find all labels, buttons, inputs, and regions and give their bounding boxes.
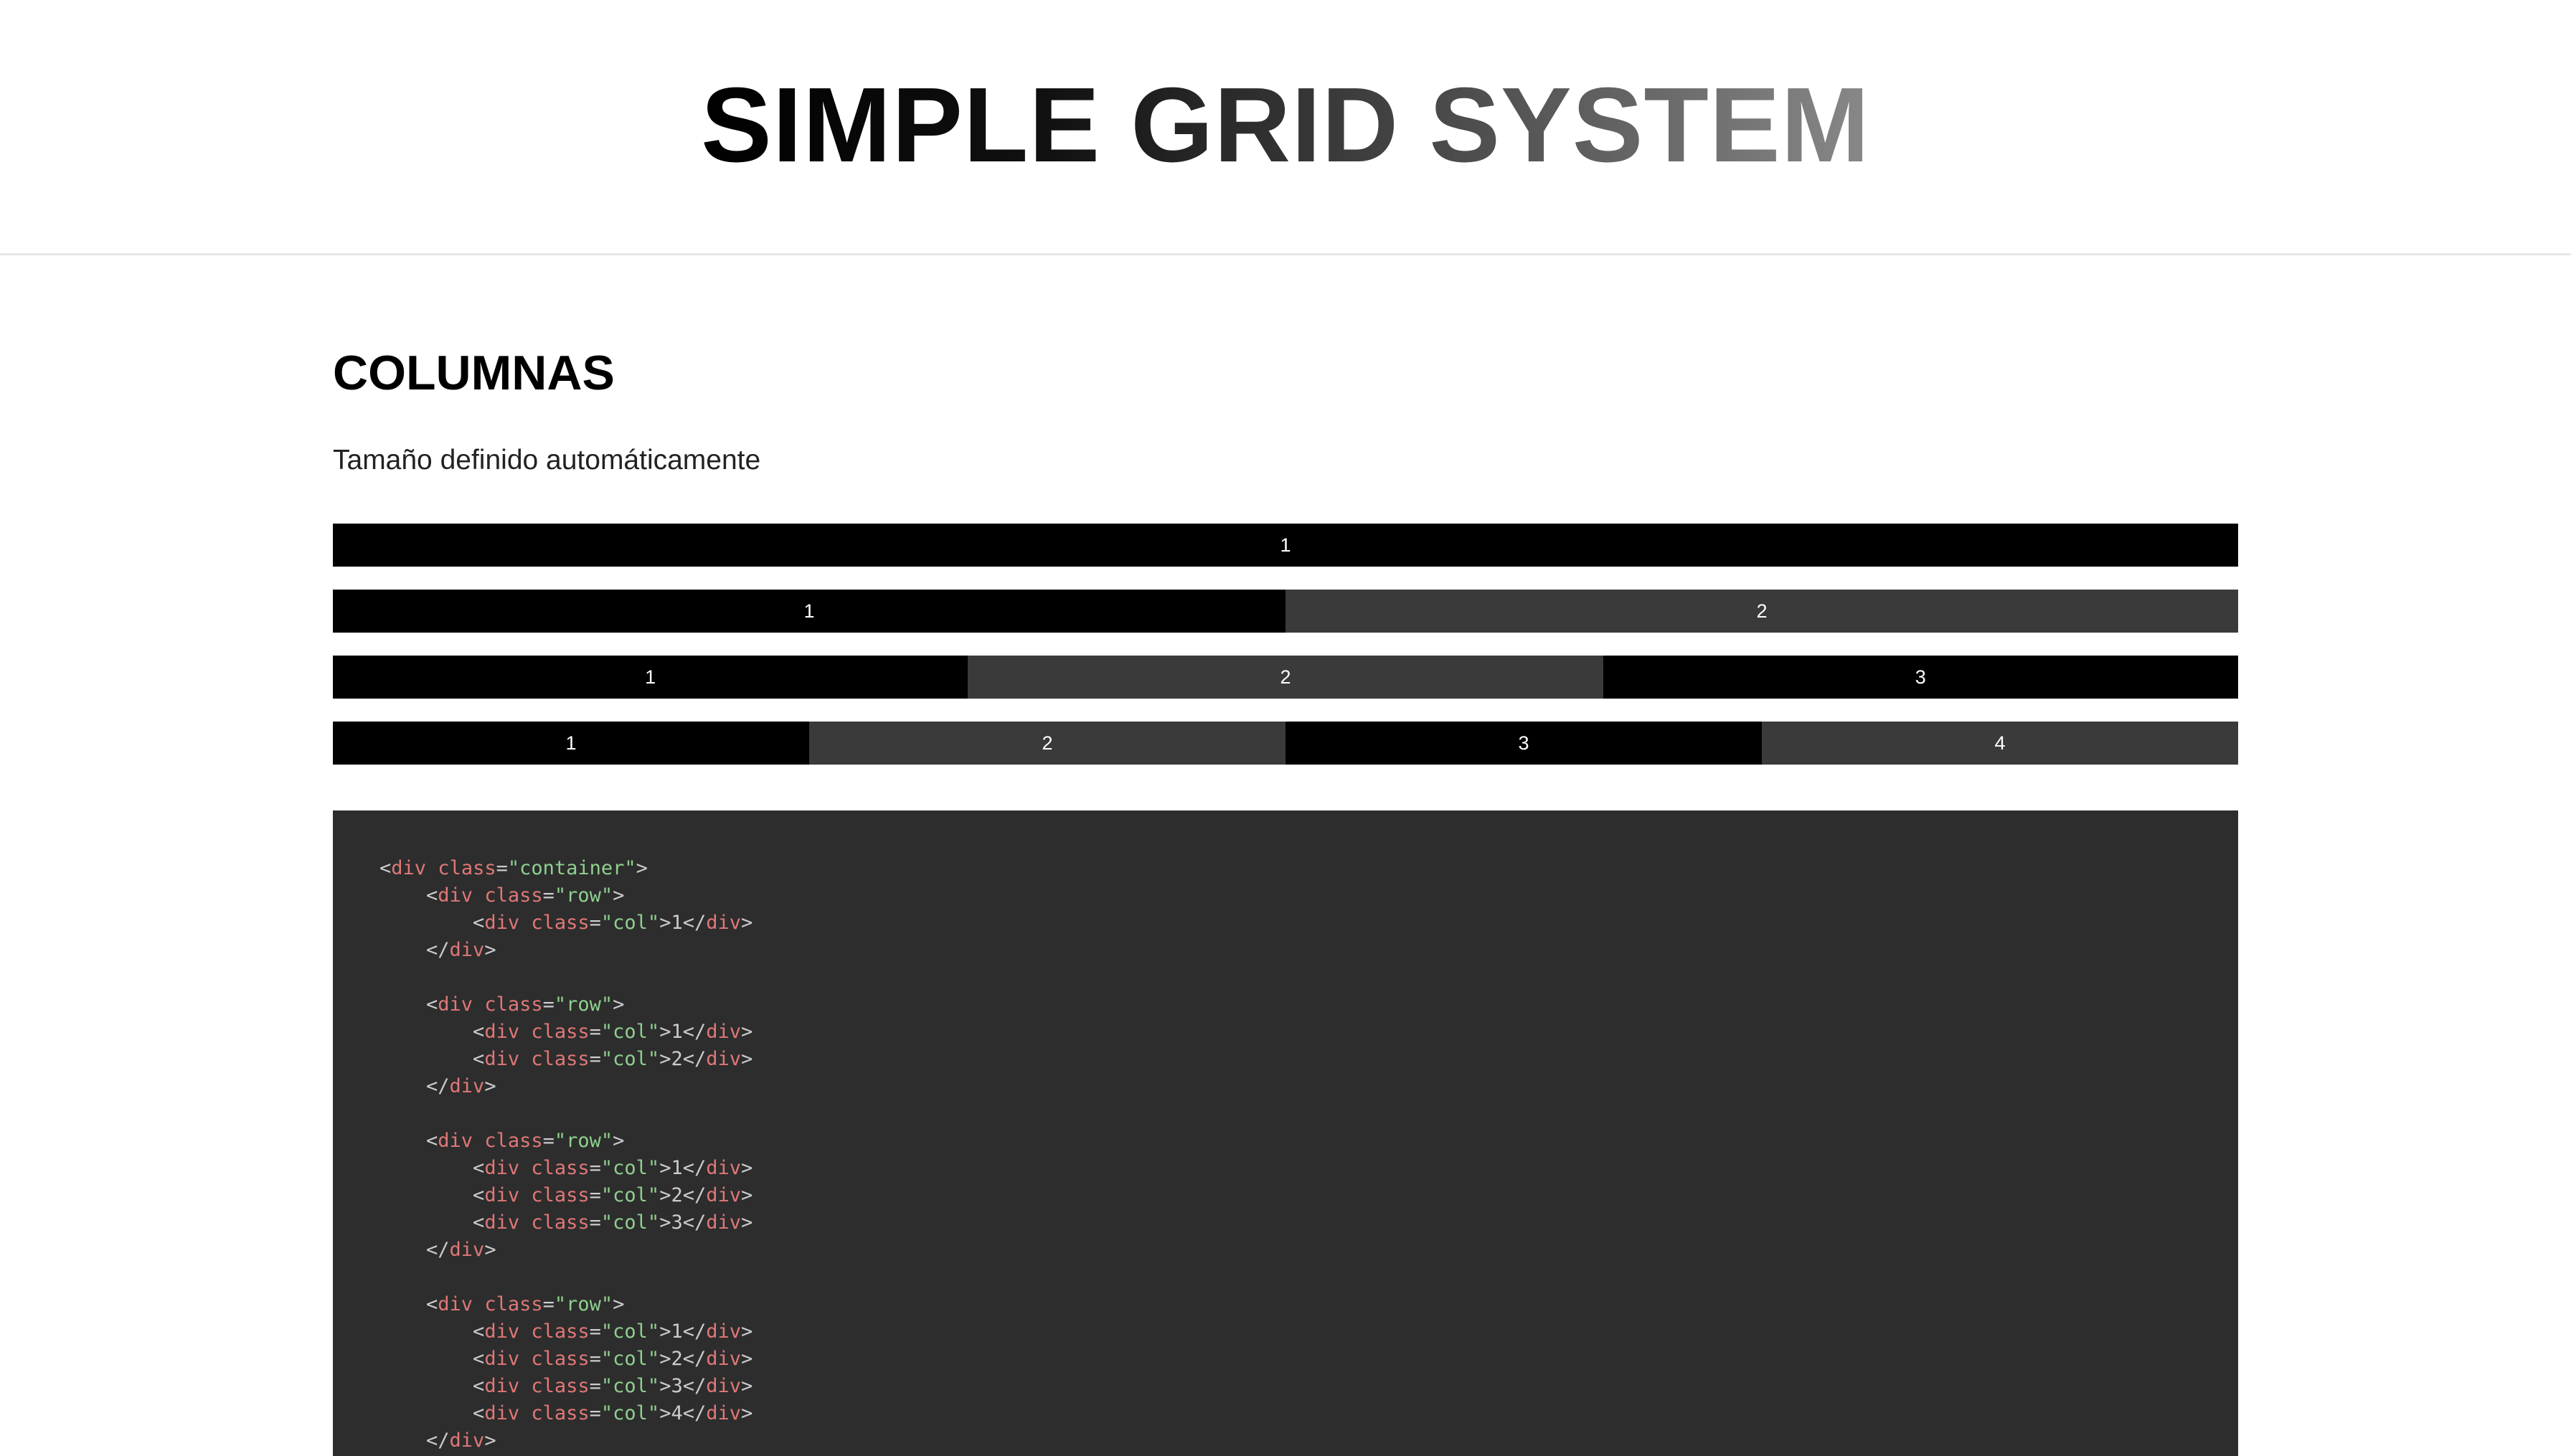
code-line: <div class="col">4</div>	[473, 1402, 753, 1424]
grid-row: 1	[333, 524, 2238, 567]
grid-col: 3	[1286, 722, 1762, 765]
code-line: <div class="col">1</div>	[473, 912, 753, 934]
grid-col: 1	[333, 722, 809, 765]
title-wrapper: SIMPLE GRID SYSTEM	[0, 65, 2571, 186]
grid-col: 4	[1762, 722, 2238, 765]
section-heading: COLUMNAS	[333, 346, 615, 400]
page-header: SIMPLE GRID SYSTEM	[0, 0, 2571, 255]
code-line	[379, 1264, 2238, 1291]
code-line: </div>	[426, 939, 496, 961]
grid-col: 2	[968, 656, 1603, 699]
code-line: <div class="col">1</div>	[473, 1021, 753, 1043]
code-line: <div class="col">1</div>	[473, 1157, 753, 1179]
code-line: <div class="col">2</div>	[473, 1184, 753, 1206]
code-line: <div class="row">	[426, 884, 625, 907]
code-line: <div class="col">2</div>	[473, 1348, 753, 1370]
grid-col: 1	[333, 656, 968, 699]
code-line: <div class="col">2</div>	[473, 1048, 753, 1070]
grid-col: 3	[1603, 656, 2238, 699]
code-line: <div class="col">3</div>	[473, 1211, 753, 1234]
code-line: <div class="row">	[426, 993, 625, 1016]
page-title: SIMPLE GRID SYSTEM	[701, 65, 1870, 186]
code-line: <div class="row">	[426, 1130, 625, 1152]
code-line	[379, 1100, 2238, 1128]
code-line: <div class="container">	[379, 857, 648, 879]
grid-col: 2	[809, 722, 1286, 765]
code-line: <div class="col">1</div>	[473, 1320, 753, 1343]
code-block: <div class="container"> <div class="row"…	[333, 810, 2238, 1456]
code-line	[379, 964, 2238, 991]
grid-col: 1	[333, 590, 1286, 633]
code-line: </div>	[426, 1239, 496, 1261]
code-line: </div>	[426, 1429, 496, 1452]
grid-col: 2	[1286, 590, 2238, 633]
code-line: </div>	[426, 1075, 496, 1097]
code-line: <div class="row">	[426, 1293, 625, 1315]
section-subtitle: Tamaño definido automáticamente	[333, 445, 761, 476]
grid-col: 1	[333, 524, 2238, 567]
code-line: <div class="col">3</div>	[473, 1375, 753, 1397]
